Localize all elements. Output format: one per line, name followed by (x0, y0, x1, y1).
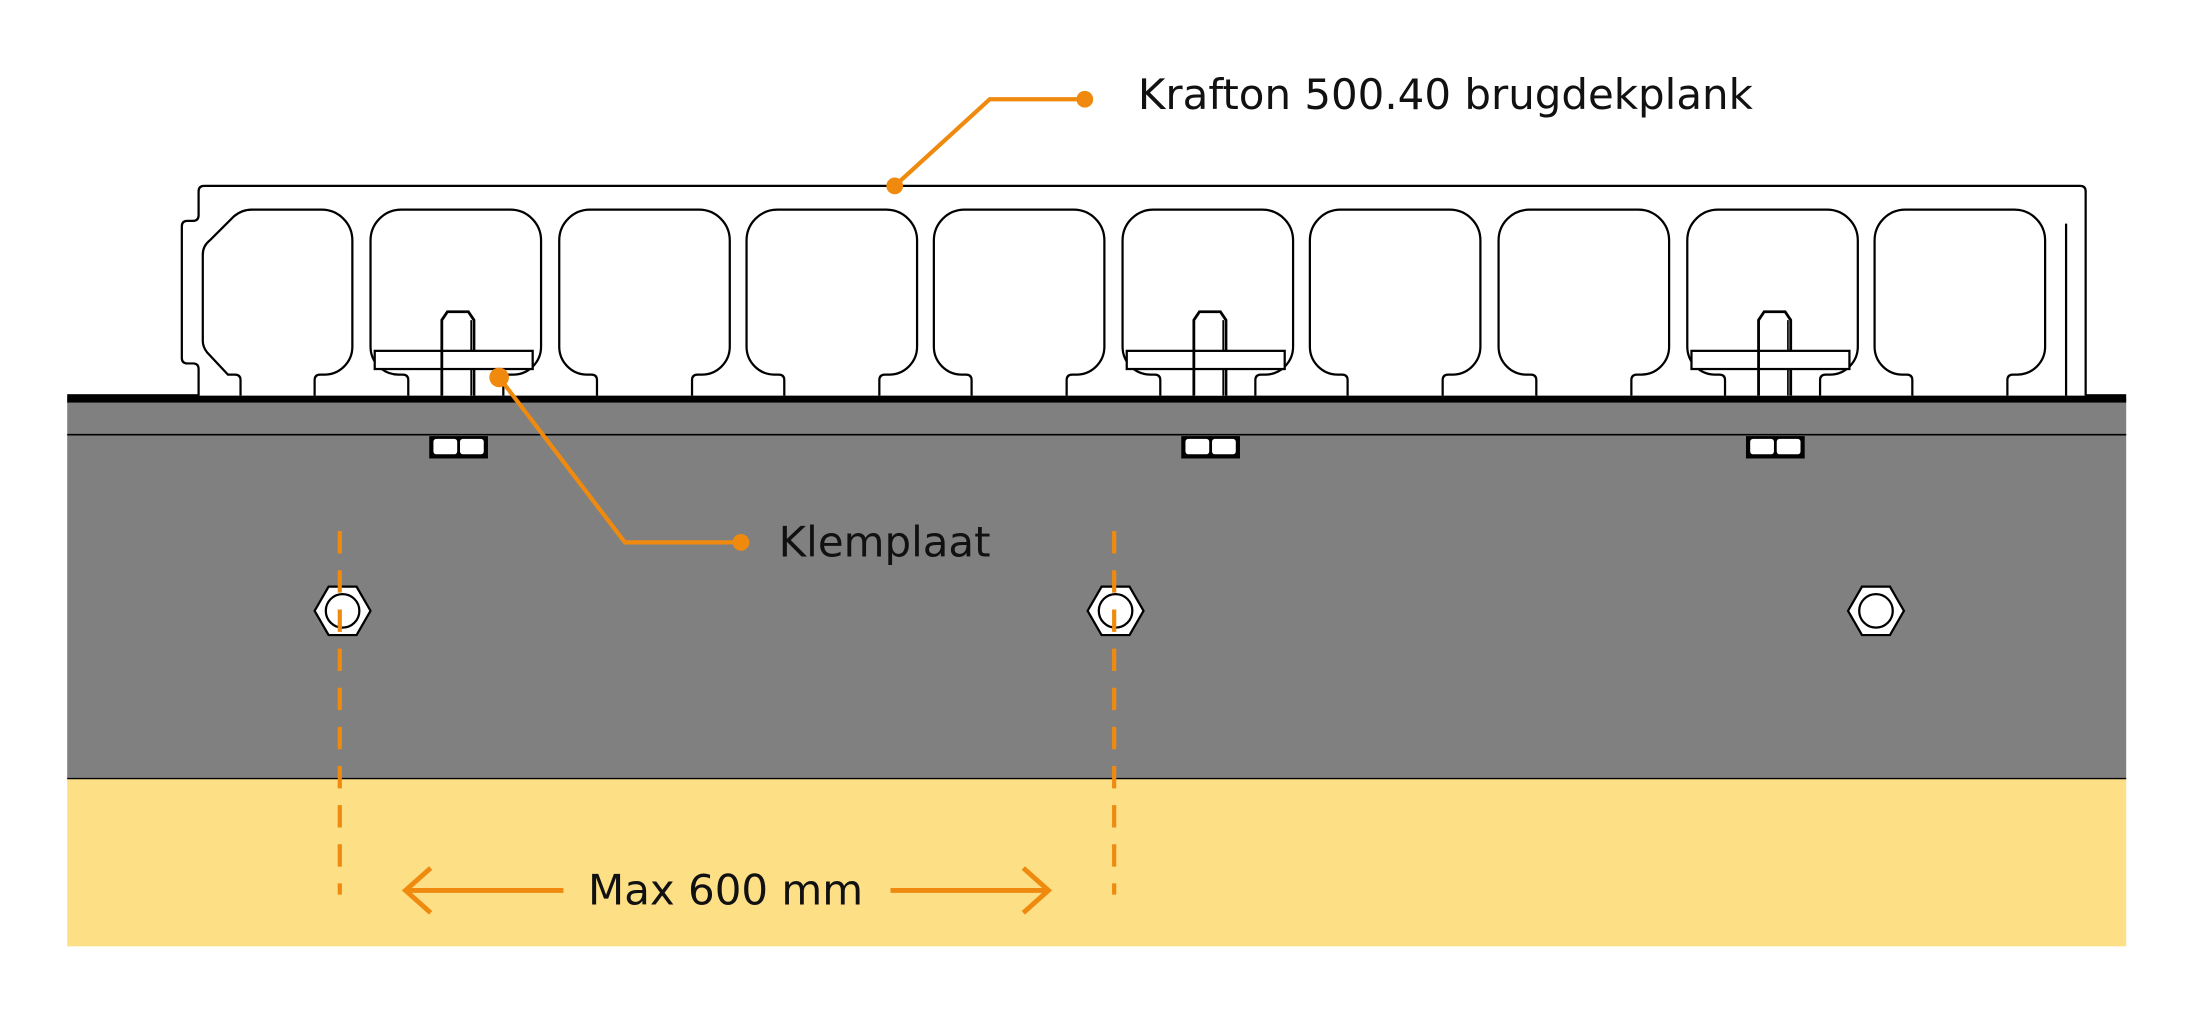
plank-chamber (201, 208, 354, 396)
clamp-leader-dot (732, 533, 750, 551)
plank-outline (180, 184, 2087, 396)
clamp-plate (373, 349, 534, 371)
plank-chambers (201, 208, 2047, 396)
clamp-plate (1690, 349, 1851, 371)
support-beam (67, 398, 2127, 779)
clamp-label: Klemplaat (779, 517, 991, 566)
clamp-plate (1125, 349, 1286, 371)
spacing-label: Max 600 mm (588, 865, 863, 914)
plank-chamber (745, 208, 919, 396)
plank-chamber (1497, 208, 1671, 396)
plank-chamber (1308, 208, 1482, 396)
plank-leader-dot (886, 177, 904, 195)
deck-base-line (67, 394, 2127, 403)
arrow-left-icon (401, 866, 564, 915)
hex-bolt-icon (313, 585, 372, 637)
arrow-right-icon (890, 866, 1053, 915)
plank-chamber (369, 208, 543, 396)
clamp-plates (373, 310, 1851, 459)
plank-leader-line (893, 97, 1085, 188)
plank-leader-dot (1076, 90, 1094, 108)
clamp-leader-line (497, 376, 741, 545)
plank-chamber (932, 208, 1106, 396)
plank-chamber (1121, 208, 1295, 396)
clamp-assembly (1125, 310, 1286, 459)
plank-chamber (1873, 208, 2047, 396)
plank-chamber (558, 208, 731, 396)
ground-layer (67, 778, 2127, 947)
clamp-assembly (1690, 310, 1851, 459)
hex-bolt-icon (1846, 585, 1906, 637)
plank-chamber (1686, 208, 1859, 396)
plank-label: Krafton 500.40 brugdekplank (1138, 70, 1754, 119)
clamp-leader-dot (489, 367, 509, 388)
clamp-assembly (373, 310, 534, 459)
